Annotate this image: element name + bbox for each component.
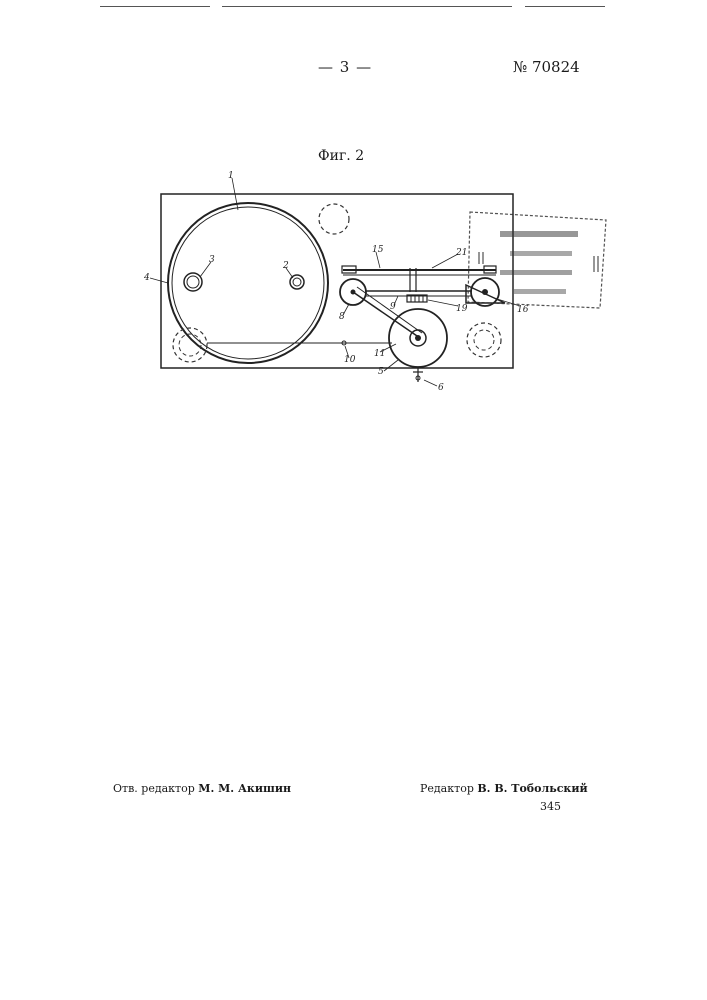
pin-2-inner [293,278,301,286]
label-9: 9 [390,302,396,312]
library-stamp [468,212,606,308]
responsible-editor: Отв. редактор М. М. Акишин [113,782,291,795]
label-8: 8 [339,312,345,322]
label-21: 21 [455,248,467,258]
responsible-editor-prefix: Отв. редактор [113,782,195,795]
dashed-hole-top [319,204,349,234]
label-2: 2 [282,261,289,271]
label-15: 15 [372,245,384,255]
dashed-hole-right-outer [467,323,501,357]
label-11: 11 [374,349,385,359]
label-4: 4 [143,273,150,283]
responsible-editor-name: М. М. Акишин [198,782,291,795]
editor: Редактор В. В. Тобольский [420,782,588,795]
label-1: 1 [228,171,234,181]
label-3: 3 [209,255,215,265]
wheel-axle [415,335,421,341]
hub-3-inner [187,276,199,288]
crank-arm [353,292,420,338]
dashed-hole-left-outer [173,328,207,362]
dashed-hole-right-inner [474,330,494,350]
label-10: 10 [344,355,356,365]
label-16: 16 [517,305,529,315]
base-plate [161,194,513,368]
editor-prefix: Редактор [420,782,474,795]
label-6: 6 [438,383,444,393]
editor-name: В. В. Тобольский [477,782,587,795]
label-5: 5 [378,367,384,377]
patent-figure-drawing: 1 2 3 4 5 6 8 9 10 11 15 16 19 21 [0,0,707,420]
page-code: 345 [540,800,561,813]
label-19: 19 [456,304,468,314]
